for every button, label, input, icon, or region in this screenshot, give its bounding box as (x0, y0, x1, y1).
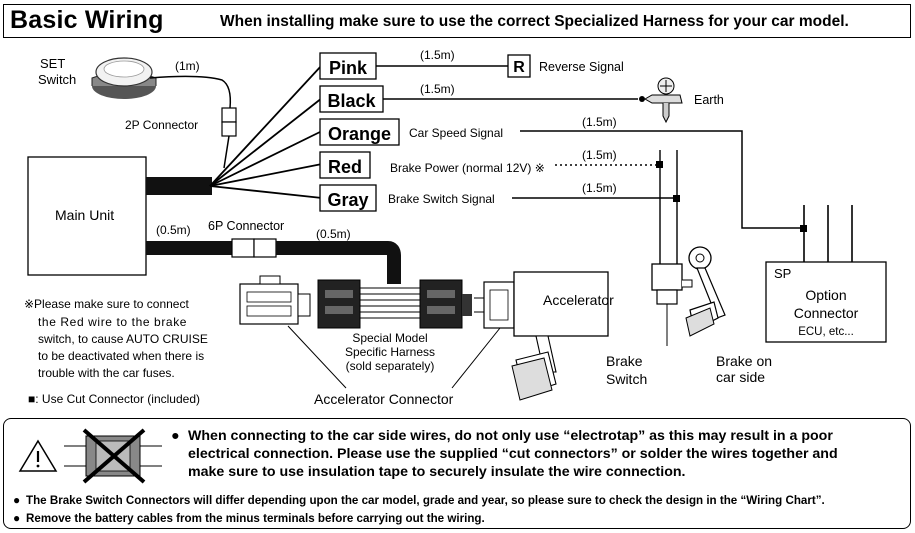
warning-line-1: When connecting to the car side wires, d… (188, 428, 833, 444)
car-connector-right-icon (474, 281, 515, 329)
main-unit-box (27, 156, 147, 276)
brake-switch-label-1: Brake (606, 353, 643, 369)
wire-box-black: Black (319, 85, 384, 113)
wire-box-orange: Orange (319, 118, 400, 146)
earth-label: Earth (694, 93, 724, 107)
red-note-line-4: to be deactivated when there is (38, 349, 204, 363)
main-unit-label: Main Unit (55, 207, 114, 223)
set-switch-label-2: Switch (38, 72, 76, 87)
cut-connector-note: ■: Use Cut Connector (included) (28, 392, 200, 406)
car-connector-left-icon (239, 275, 311, 325)
wire-label-gray: Gray (327, 190, 368, 210)
orange-target-label: Car Speed Signal (409, 126, 503, 140)
option-label-3: ECU, etc... (798, 326, 854, 338)
set-switch-cable-length: (1m) (175, 59, 200, 73)
option-sp-label: SP (774, 266, 791, 281)
brake-car-label-2: car side (716, 369, 765, 385)
warning-triangle-icon (18, 439, 58, 472)
wire-label-red: Red (328, 157, 362, 177)
earth-screw-icon (639, 77, 683, 124)
brake-switch-label-2: Switch (606, 371, 647, 387)
red-target-label: Brake Power (normal 12V) ※ (390, 161, 545, 175)
special-harness-label-2: Specific Harness (345, 345, 435, 359)
reverse-badge (507, 54, 531, 78)
harness-main-length: (0.5m) (156, 223, 191, 237)
connector-2p-icon (221, 107, 237, 137)
wire-box-gray: Gray (319, 184, 377, 212)
special-harness-label-1: Special Model (352, 331, 427, 345)
orange-length: (1.5m) (582, 115, 617, 129)
warning-note-2: Remove the battery cables from the minus… (26, 512, 485, 525)
gray-length: (1.5m) (582, 181, 617, 195)
brake-switch-icon (651, 263, 693, 346)
black-length: (1.5m) (420, 82, 455, 96)
accelerator-connector-label: Accelerator Connector (314, 391, 454, 407)
harness-cable-1 (146, 241, 232, 255)
option-connector-pins (803, 205, 853, 262)
brake-car-label-1: Brake on (716, 353, 772, 369)
red-note-line-1: ※Please make sure to connect (24, 297, 189, 311)
set-switch-label-1: SET (40, 56, 65, 71)
brake-pedal-icon (685, 246, 726, 337)
page-title: Basic Wiring (10, 6, 164, 34)
wire-label-black: Black (327, 91, 376, 111)
option-label-2: Connector (794, 305, 859, 321)
special-harness-label-3: (sold separately) (346, 359, 435, 373)
special-harness-icon (317, 279, 472, 329)
accelerator-icon (511, 271, 609, 401)
set-switch-icon (91, 57, 157, 99)
connector-6p-label: 6P Connector (208, 219, 284, 233)
header-box: Basic Wiring When installing make sure t… (3, 4, 911, 38)
pink-length: (1.5m) (420, 48, 455, 62)
warning-box: ● When connecting to the car side wires,… (3, 418, 911, 529)
wire-label-pink: Pink (329, 58, 368, 78)
connector-2p-label: 2P Connector (125, 118, 198, 132)
red-note-line-5: trouble with the car fuses. (38, 366, 175, 380)
warning-line-2: electrical connection. Please use the su… (188, 446, 838, 462)
main-cable-bundle (146, 177, 212, 195)
accelerator-label: Accelerator (543, 292, 614, 308)
option-connector-box (765, 261, 887, 343)
red-length: (1.5m) (582, 148, 617, 162)
reverse-signal-label: Reverse Signal (539, 60, 624, 74)
warning-line-3: make sure to use insulation tape to secu… (188, 464, 686, 480)
fan-wires (209, 64, 323, 199)
warning-note-1: The Brake Switch Connectors will differ … (26, 494, 825, 507)
red-note-line-3: switch, to cause AUTO CRUISE (38, 332, 208, 346)
reverse-badge-letter: R (513, 59, 525, 76)
gray-target-label: Brake Switch Signal (388, 192, 495, 206)
accelerator-connector-callout (287, 325, 501, 389)
brake-switch-wires (659, 150, 678, 264)
harness-length: (0.5m) (316, 227, 351, 241)
electrotap-prohibited-icon (64, 428, 162, 484)
wire-box-pink: Pink (319, 52, 377, 80)
red-note-line-2: the Red wire to the brake (38, 315, 187, 329)
page-subtitle: When installing make sure to use the cor… (220, 13, 849, 30)
wire-box-red: Red (319, 151, 371, 179)
option-label-1: Option (805, 287, 846, 303)
wire-label-orange: Orange (328, 124, 391, 144)
connector-6p-icon (231, 238, 277, 258)
